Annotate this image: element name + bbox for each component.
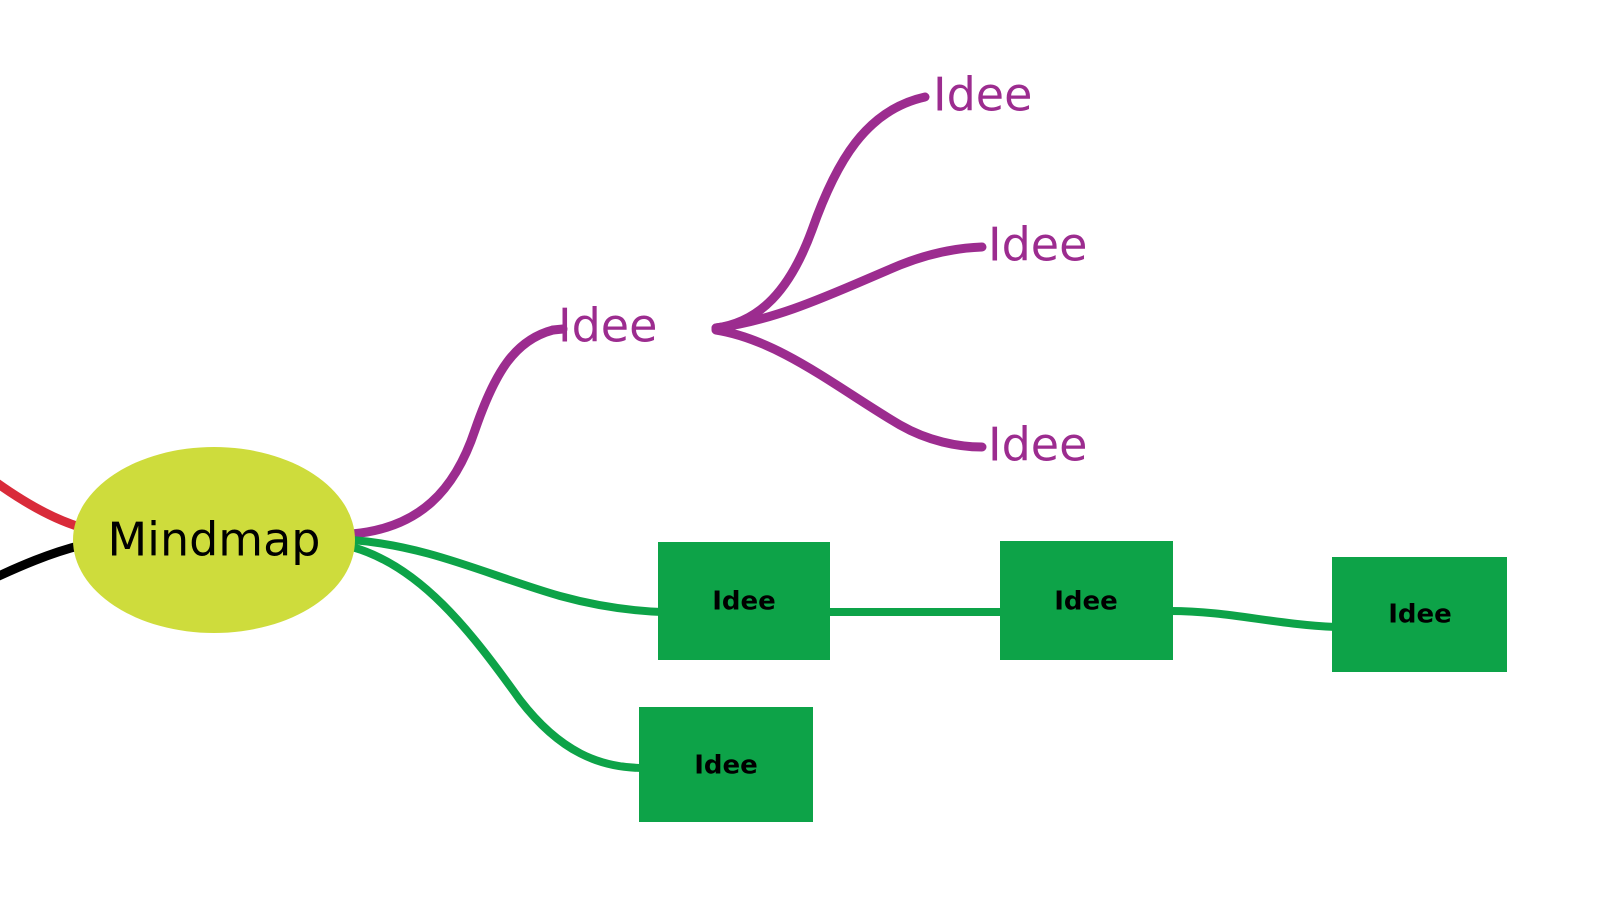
green-box-2-rect xyxy=(1000,541,1173,660)
green-box-1-rect xyxy=(658,542,830,660)
edge-root-to-green-box-1 xyxy=(348,536,666,616)
edge-purple-hub-to-leaf-1 xyxy=(711,92,930,333)
edge-green-box-2-to-box-3 xyxy=(1166,607,1340,631)
edge-purple-hub-to-leaf-3 xyxy=(711,325,987,452)
green-box-4-label: Idee xyxy=(694,751,758,781)
edge-purple-hub-tail xyxy=(548,324,568,335)
green-box-3[interactable]: Idee xyxy=(1332,557,1507,672)
purple-leaf-label-2: Idee xyxy=(988,218,1087,272)
edge-root-black-offscreen xyxy=(0,540,87,581)
green-box-1-label: Idee xyxy=(712,587,776,617)
green-box-2-label: Idee xyxy=(1054,587,1118,617)
green-box-3-label: Idee xyxy=(1388,600,1452,630)
edge-root-red-offscreen xyxy=(0,479,85,532)
green-box-4[interactable]: Idee xyxy=(639,707,813,822)
edge-root-to-purple-hub xyxy=(347,325,558,539)
root-node[interactable]: Mindmap xyxy=(73,447,355,633)
green-box-2[interactable]: Idee xyxy=(1000,541,1173,660)
purple-hub-label: Idee xyxy=(558,299,657,353)
purple-leaf-label-1: Idee xyxy=(933,68,1032,122)
green-box-4-rect xyxy=(639,707,813,822)
root-node-label: Mindmap xyxy=(107,513,320,567)
green-box-1[interactable]: Idee xyxy=(658,542,830,660)
edge-purple-hub-to-leaf-2 xyxy=(711,242,987,333)
green-box-3-rect xyxy=(1332,557,1507,672)
purple-leaf-label-3: Idee xyxy=(988,418,1087,472)
root-node-ellipse xyxy=(73,447,355,633)
edge-root-to-green-box-4 xyxy=(348,543,648,772)
